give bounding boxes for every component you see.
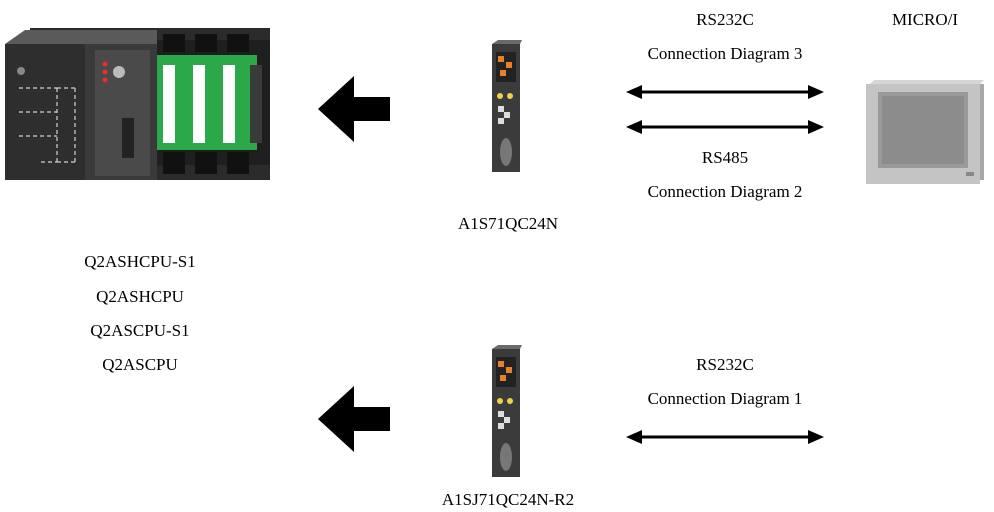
double-arrow-icon xyxy=(626,430,824,444)
protocol-label: RS232C xyxy=(696,355,754,374)
connection-diagram-label: Connection Diagram 2 xyxy=(647,182,803,201)
plc-model-label: Q2ASCPU-S1 xyxy=(90,321,190,340)
communication-module-image xyxy=(492,345,522,477)
plc-model-label: Q2ASHCPU-S1 xyxy=(84,252,196,271)
connection-diagram-label: Connection Diagram 1 xyxy=(647,389,803,408)
left-arrow-icon xyxy=(318,386,390,452)
double-arrow-icon xyxy=(626,85,824,99)
double-arrow-icon xyxy=(626,120,824,134)
module-label-top: A1S71QC24N xyxy=(457,214,559,233)
plc-model-label: Q2ASCPU xyxy=(102,355,178,374)
protocol-label: RS232C xyxy=(696,10,754,29)
plc-rack-image xyxy=(5,28,270,180)
module-label-bottom: A1SJ71QC24N-R2 xyxy=(441,490,575,509)
left-arrow-icon xyxy=(318,76,390,142)
protocol-label: RS485 xyxy=(701,148,749,167)
connection-diagram-label: Connection Diagram 3 xyxy=(647,44,803,63)
hmi-label: MICRO/I xyxy=(891,10,959,29)
hmi-display-image xyxy=(866,80,984,184)
communication-module-image xyxy=(492,40,522,172)
plc-model-label: Q2ASHCPU xyxy=(96,287,184,306)
